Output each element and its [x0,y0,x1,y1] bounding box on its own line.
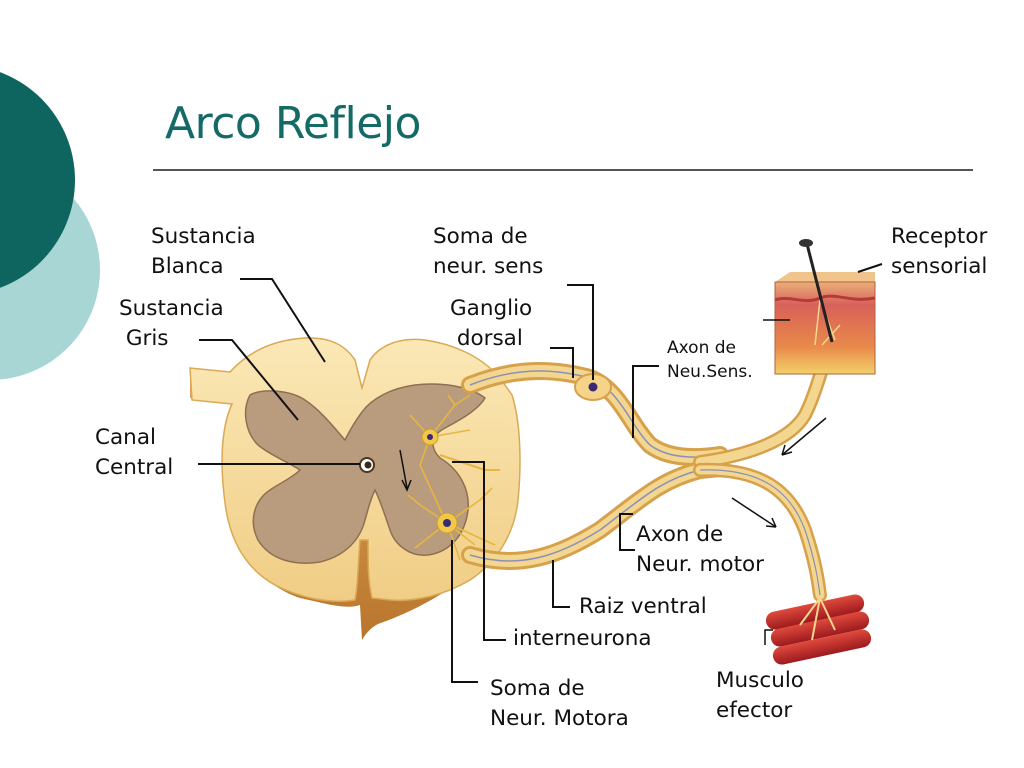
label-line: Sustancia [119,296,224,321]
label-interneurona: interneurona [513,626,652,651]
title-divider [153,169,973,171]
ventral-root [461,459,729,570]
label-line: sensorial [891,254,988,279]
label-line: Neur. Motora [490,706,629,731]
label-receptor-sensorial: Receptor sensorial [891,222,987,282]
label-line: Blanca [151,254,224,279]
label-canal-central: Canal Central [95,423,173,483]
label-sustancia-blanca: Sustancia Blanca [151,222,256,282]
label-sustancia-gris: Sustancia Gris [119,294,224,354]
label-line: efector [716,698,793,723]
label-line: Axon de [667,338,736,358]
label-ganglio-dorsal: Ganglio dorsal [450,294,532,354]
label-raiz-ventral: Raiz ventral [579,594,707,619]
label-soma-neur-motora: Soma de Neur. Motora [490,674,629,734]
label-line: Neu.Sens. [667,362,753,382]
label-line: Musculo [716,668,804,693]
label-line: Soma de [490,676,585,701]
leader-lines [198,263,883,683]
muscle-effector [764,594,872,665]
label-line: Gris [119,326,169,351]
label-line: Canal [95,425,156,450]
label-line: Receptor [891,224,988,249]
label-line: Ganglio [450,296,533,321]
dorsal-root [461,362,729,467]
accent-circle-dark [0,72,75,288]
label-line: Axon de [636,522,724,547]
label-axon-neur-motor: Axon de Neur. motor [636,520,764,580]
label-musculo-efector: Musculo efector [716,666,804,726]
label-line: Sustancia [151,224,256,249]
label-line: dorsal [450,326,523,351]
spinal-nerve [693,363,829,602]
label-line: neur. sens [433,254,544,279]
label-axon-neu-sens: Axon de Neu.Sens. [667,336,753,384]
label-soma-neur-sens: Soma de neur. sens [433,222,543,282]
page-title: Arco Reflejo [165,98,421,149]
label-line: Soma de [433,224,528,249]
spinal-cord [189,337,521,640]
skin-receptor [763,239,876,375]
label-line: Central [95,455,174,480]
label-line: Neur. motor [636,552,764,577]
